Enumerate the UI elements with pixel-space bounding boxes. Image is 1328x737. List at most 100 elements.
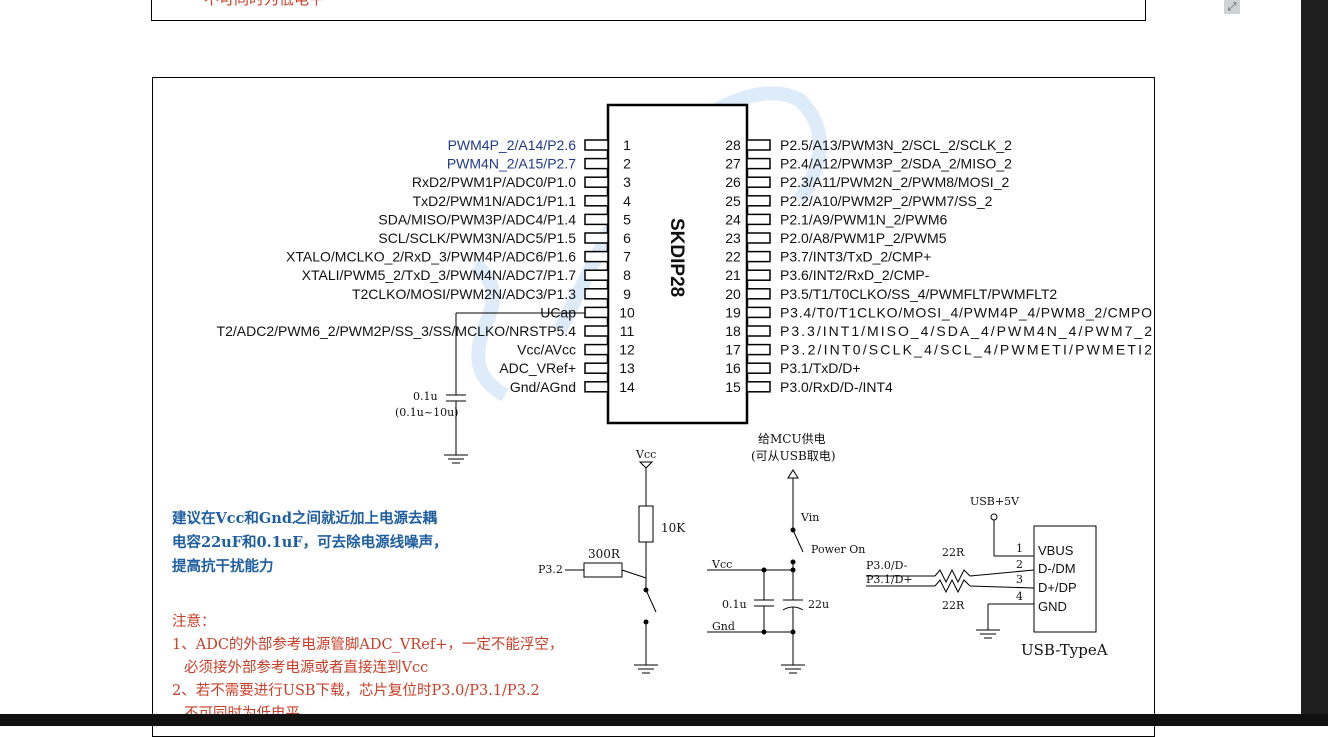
right-pin-label: P3.3/INT1/MISO_4/SDA_4/PWM4N_4/PWM7_2 [780,323,1152,339]
power-switch-label: Power On [811,543,865,556]
left-pin-label: T2/ADC2/PWM6_2/PWM2P/SS_3/SS/MCLKO/NRSTP… [217,323,577,339]
left-pin-number: 1 [623,137,631,153]
left-pins: 1 PWM4P_2/A14/P2.6 2 PWM4N_2/A15/P2.7 3 RxD2/… [217,137,635,395]
right-pin-number: 21 [725,267,741,283]
vin-label: Vin [800,511,819,524]
right-pin-number: 22 [725,249,741,265]
right-pin-box [746,362,771,374]
ucap-capacitor [444,312,585,464]
advice-line: 电容22uF和0.1uF，可去除电源线噪声， [172,534,448,551]
usb-dminus-label: P3.0/D- [866,559,908,572]
right-pin-label: P2.2/A10/PWM2P_2/PWM7/SS_2 [780,193,993,209]
expand-icon[interactable]: ⤢ [1224,0,1240,14]
right-pin-box [746,306,771,319]
right-pin-label: P3.6/INT2/RxD_2/CMP- [780,267,930,283]
notes-title: 注意： [172,614,216,630]
previous-note-text: 不可同时为低电平 [204,0,324,9]
right-pin-label: P3.1/TxD/D+ [780,360,861,376]
right-pin-number: 20 [725,286,741,302]
advice-line: 提高抗干扰能力 [172,558,274,575]
note-line: 2、若不需要进行USB下载，芯片复位时P3.0/P3.1/P3.2 [172,683,540,699]
cap-small-value: 0.1u [722,598,747,611]
power-circuit [707,469,805,674]
left-pin-box [584,306,609,319]
power-subtitle: (可从USB取电) [751,449,836,463]
left-pin-label: SCL/SCLK/PWM3N/ADC5/P1.5 [378,230,576,246]
right-pin-label: P3.2/INT0/SCLK_4/SCL_4/PWMETI/PWMETI2 [780,342,1152,358]
power-title: 给MCU供电 [758,432,826,446]
left-pin-label: UCap [540,304,576,320]
usb-pin-num-3: 3 [1016,573,1023,586]
right-pin-label: P3.0/RxD/D-/INT4 [780,379,893,395]
chip-name: SKDIP28 [666,218,687,297]
left-pin-label: SDA/MISO/PWM3P/ADC4/P1.4 [378,211,576,227]
left-pin-number: 3 [623,174,631,190]
left-pin-number: 8 [623,267,631,283]
usb-r1-value: 22R [942,546,965,559]
power-gnd-label: Gnd [712,620,735,633]
left-pin-number: 4 [623,193,631,209]
right-pin-box [746,213,771,226]
usb-pin-num-2: 2 [1016,558,1023,571]
left-pin-number: 9 [623,286,631,302]
usb-pin-num-1: 1 [1016,542,1023,555]
decoupling-advice: 建议在Vcc和Gnd之间就近加上电源去耦 电容22uF和0.1uF，可去除电源线… [172,507,448,579]
left-pin-label: ADC_VRef+ [499,360,576,376]
left-pin-label: PWM4N_2/A15/P2.7 [447,156,576,172]
left-pin-number: 6 [623,230,631,246]
left-pin-box [584,381,609,393]
usb-title: USB-TypeA [1021,641,1108,659]
usb-pin-num-4: 4 [1016,590,1023,603]
right-pin-label: P3.7/INT3/TxD_2/CMP+ [780,249,931,265]
usb-pin-vbus: VBUS [1038,543,1074,558]
left-pin-box [584,288,609,300]
reset-pin-label: P3.2 [538,563,563,576]
left-pin-number: 5 [623,211,631,227]
left-pin-box [584,343,609,356]
note-line: 必须接外部参考电源或者直接连到Vcc [184,660,429,676]
right-pin-box [746,139,771,151]
right-pin-label: P3.4/T0/T1CLKO/MOSI_4/PWM4P_4/PWM8_2/CMP… [780,304,1152,320]
right-pin-number: 17 [725,342,741,358]
right-pin-number: 18 [725,323,741,339]
left-pin-box [584,139,609,151]
left-pin-number: 2 [623,156,631,172]
left-pin-label: PWM4P_2/A14/P2.6 [448,137,577,153]
reset-resistor-value: 10K [661,521,686,535]
left-pin-label: XTALI/PWM5_2/TxD_3/PWM4N/ADC7/P1.7 [302,267,577,283]
right-pin-box [746,343,771,356]
left-pin-box [584,157,609,170]
right-pin-label: P2.1/A9/PWM1N_2/PWM6 [780,211,947,227]
right-pin-number: 23 [725,230,741,246]
usb-pin-gnd: GND [1038,599,1067,614]
right-pin-label: P2.0/A8/PWM1P_2/PWM5 [780,230,947,246]
previous-diagram-box: 不可同时为低电平 [151,0,1146,21]
left-pin-number: 14 [619,379,635,395]
usb-pin-dp: D+/DP [1038,580,1077,595]
left-pin-label: T2CLKO/MOSI/PWM2N/ADC3/P1.3 [352,286,576,302]
right-pin-label: P3.5/T1/T0CLKO/SS_4/PWMFLT/PWMFLT2 [780,286,1057,302]
note-line: 1、ADC的外部参考电源管脚ADC_VRef+，一定不能浮空， [172,637,564,653]
usb-circuit [866,513,1097,639]
chip-body [606,103,749,425]
left-pin-label: TxD2/PWM1N/ADC1/P1.1 [413,193,577,209]
left-pin-label: Vcc/AVcc [517,342,576,358]
left-pin-box [584,213,609,226]
series-resistor-value: 300R [588,547,621,561]
left-pin-box [584,232,609,244]
right-pin-number: 27 [725,156,741,172]
right-pin-number: 28 [725,137,741,153]
right-pin-label: P2.3/A11/PWM2N_2/PWM8/MOSI_2 [780,174,1009,190]
right-pin-box [746,176,771,188]
right-pin-number: 24 [725,211,741,227]
notes: 注意： 1、ADC的外部参考电源管脚ADC_VRef+，一定不能浮空， 必须接外… [172,611,563,726]
right-pin-box [746,325,771,337]
right-pin-box [746,195,771,207]
window-right-edge [1301,0,1328,726]
left-pin-box [584,176,609,188]
left-pin-number: 12 [619,342,635,358]
left-pin-label: RxD2/PWM1P/ADC0/P1.0 [412,174,576,190]
right-pin-number: 25 [725,193,741,209]
